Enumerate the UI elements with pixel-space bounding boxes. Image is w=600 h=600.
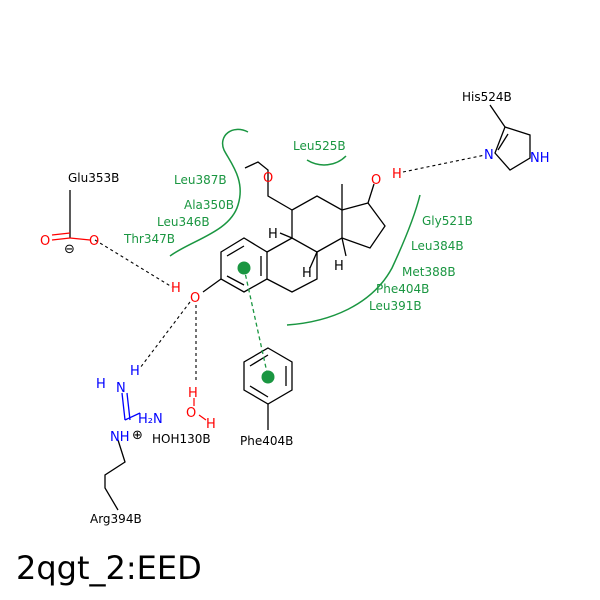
- arg-charge-plus: ⊕: [132, 428, 143, 443]
- label-gly521b: Gly521B: [422, 214, 473, 228]
- arg-guan-3: [126, 392, 131, 421]
- water-bond-2: [198, 414, 207, 421]
- label-hoh130b: HOH130B: [152, 432, 211, 446]
- label-leu391b: Leu391B: [369, 299, 422, 313]
- pi-stacking: [237, 261, 275, 384]
- hydrophobic-arc-right: [286, 194, 421, 326]
- his-chain: [489, 104, 506, 128]
- atom-h-stereo-1: H: [268, 227, 278, 242]
- atom-n-his: N: [484, 148, 494, 163]
- his-ring: [494, 126, 531, 171]
- phe-ring-inner: [249, 354, 287, 398]
- hydrophobic-arcs: [169, 128, 421, 326]
- glu-co-double: [51, 237, 71, 241]
- glu-charge-minus: ⊖: [64, 242, 75, 257]
- atom-h-arg-1: H: [96, 377, 106, 392]
- oh-top-bond: [367, 183, 375, 204]
- pi-center-phe: [261, 370, 275, 384]
- atom-n-arg: N: [116, 381, 126, 396]
- label-ala350b: Ala350B: [184, 198, 234, 212]
- label-leu346b: Leu346B: [157, 215, 210, 229]
- atom-nh-arg: NH: [110, 430, 130, 445]
- glu-co-single: [69, 237, 91, 241]
- ring-b: [266, 237, 318, 293]
- atom-h2n-arg: H₂N: [138, 412, 163, 427]
- atom-o-water: O: [186, 406, 196, 421]
- hydrophobic-arc-top: [306, 155, 347, 166]
- label-phe404b-ring: Phe404B: [240, 434, 293, 448]
- page-title: 2qgt_2:EED: [16, 549, 202, 587]
- phe404b-bonds: [243, 347, 293, 430]
- ring-c: [291, 195, 343, 253]
- atom-o-glu-1: O: [40, 234, 50, 249]
- label-phe404b: Phe404B: [376, 282, 429, 296]
- atom-h-top: H: [392, 167, 402, 182]
- hbond-arg: [139, 301, 191, 369]
- hydrophobic-arc-left: [169, 128, 249, 257]
- hydrophobic-labels-top: Leu525B: [293, 139, 346, 153]
- atom-labels: O O H O H H H H O O ⊖ N NH H N H H₂N NH …: [40, 148, 550, 445]
- label-leu525b: Leu525B: [293, 139, 346, 153]
- pi-center-ligand: [237, 261, 251, 275]
- label-glu353b: Glu353B: [68, 171, 119, 185]
- label-met388b: Met388B: [402, 265, 456, 279]
- his524b-bonds: [489, 104, 531, 171]
- atom-o-top: O: [371, 173, 381, 188]
- atom-o-glu-2: O: [89, 234, 99, 249]
- atom-h-stereo-2: H: [302, 266, 312, 281]
- pi-stack-line: [243, 267, 269, 378]
- oh-left-bond: [202, 278, 222, 293]
- residue-labels: Glu353B His524B Arg394B Phe404B HOH130B: [68, 90, 512, 526]
- atom-h-water-1: H: [188, 386, 198, 401]
- glu-co-double-2: [51, 232, 71, 236]
- atom-h-water-2: H: [206, 417, 216, 432]
- his-ring-inner: [497, 133, 509, 151]
- hydrophobic-labels-right: Gly521B Leu384B Met388B Phe404B Leu391B: [369, 214, 473, 313]
- atom-o-methoxy: O: [263, 171, 273, 186]
- atom-o-left: O: [190, 291, 200, 306]
- ring-d: [341, 202, 386, 249]
- h-bond-1: [279, 232, 293, 239]
- arg-chain: [104, 439, 126, 511]
- label-leu387b: Leu387B: [174, 173, 227, 187]
- hydrophobic-labels-left: Leu387B Ala350B Leu346B Thr347B: [123, 173, 234, 246]
- water-bonds: [193, 398, 207, 421]
- label-thr347b: Thr347B: [123, 232, 175, 246]
- arg-guan-2: [121, 392, 126, 421]
- label-leu384b: Leu384B: [411, 239, 464, 253]
- ligand-bonds: [202, 161, 386, 293]
- atom-h-left: H: [171, 281, 181, 296]
- atom-h-arg-2: H: [130, 364, 140, 379]
- h-bond-2: [309, 251, 318, 269]
- glu353b-bonds: [51, 190, 91, 241]
- methoxy-chain: [244, 161, 293, 211]
- arg394b-bonds: [104, 392, 141, 511]
- atom-h-stereo-3: H: [334, 259, 344, 274]
- label-arg394b: Arg394B: [90, 512, 142, 526]
- h-bond-3: [341, 237, 347, 257]
- arg-guan-1: [124, 412, 141, 421]
- hbond-glu: [94, 239, 173, 288]
- label-his524b: His524B: [462, 90, 512, 104]
- hbond-his: [402, 154, 486, 173]
- atom-nh-his: NH: [530, 151, 550, 166]
- hbonds: [94, 154, 486, 383]
- ring-a-inner: [226, 245, 262, 286]
